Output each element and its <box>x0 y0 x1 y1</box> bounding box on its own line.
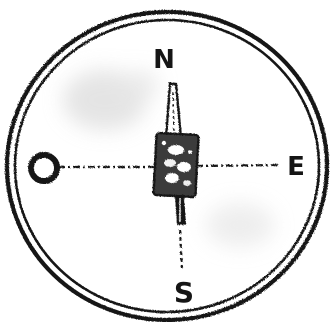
north-label: N <box>153 45 175 75</box>
axis-south <box>180 230 182 268</box>
axis-east <box>196 165 278 166</box>
compass-center-hub <box>153 133 198 197</box>
north-needle <box>166 84 181 138</box>
east-label: E <box>287 152 305 182</box>
south-needle <box>175 195 186 226</box>
south-label: S <box>174 276 194 309</box>
